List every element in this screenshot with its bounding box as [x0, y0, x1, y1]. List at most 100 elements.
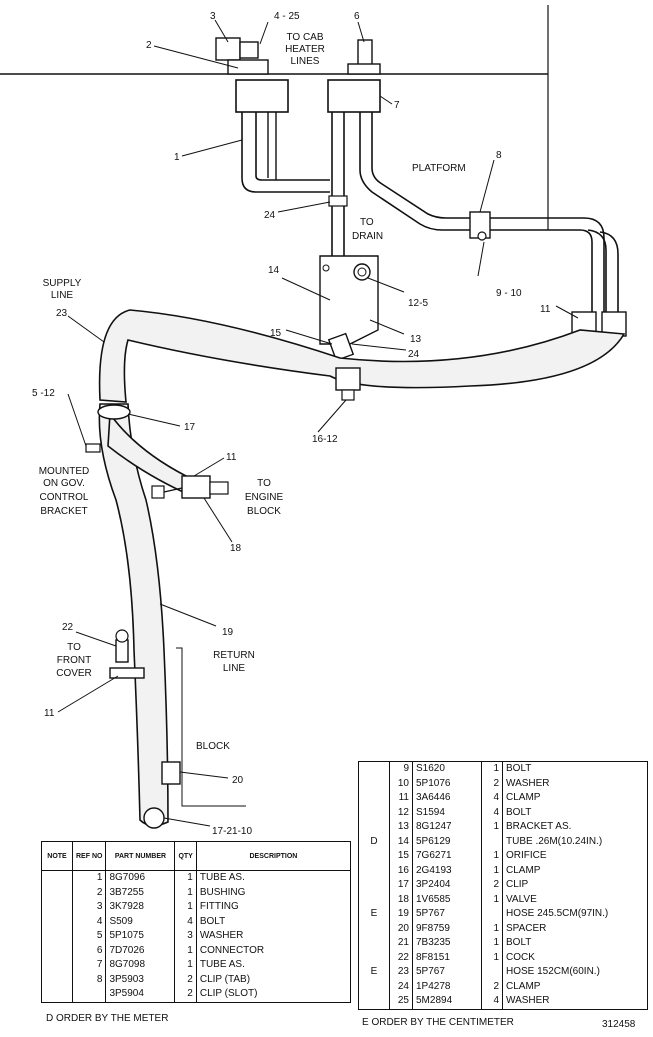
cell-qty: 2 — [481, 878, 503, 893]
cell-qty: 1 — [481, 863, 503, 878]
cell-note — [358, 994, 390, 1009]
cell-note — [41, 943, 73, 958]
cell-ref-no: 22 — [389, 950, 413, 965]
cell-part-number: 1V6585 — [412, 892, 482, 907]
cell-description: HOSE 152CM(60IN.) — [506, 966, 600, 978]
cell-description: CONNECTOR — [199, 944, 265, 956]
cell-ref-no: 9 — [389, 761, 413, 777]
clamp-11-lower — [109, 667, 145, 679]
cell-qty: 4 — [481, 805, 503, 820]
tube-7-inner — [371, 112, 605, 312]
cell-qty — [481, 965, 503, 980]
cell-description: SPACER — [506, 922, 547, 934]
callout-17-21-10: 17-21-10 — [212, 826, 252, 837]
fitting-3 — [215, 37, 269, 75]
label-supply-line: SUPPLY LINE — [43, 278, 82, 301]
cell-description: BRACKET AS. — [506, 821, 572, 833]
cell-note — [358, 936, 390, 951]
label-text: LINE — [223, 663, 246, 674]
cell-description: CLIP — [506, 879, 529, 891]
cell-note — [358, 791, 390, 806]
label-text: FRONT — [57, 655, 91, 666]
cell-description: WASHER — [506, 995, 550, 1007]
label-text: LINE — [51, 290, 74, 301]
label-text: SUPPLY — [43, 278, 82, 289]
tube-1 — [241, 112, 330, 193]
label-text: BRACKET — [40, 506, 87, 517]
callout-11c: 11 — [44, 708, 55, 719]
cell-qty: 2 — [481, 979, 503, 994]
callout-3: 3 — [210, 11, 216, 22]
cell-description: VALVE — [506, 893, 537, 905]
cell-qty: 1 — [481, 892, 503, 907]
label-block: BLOCK — [196, 741, 230, 752]
cell-note — [41, 885, 73, 900]
cell-qty — [481, 907, 503, 922]
cell-ref-no: 25 — [389, 994, 413, 1009]
cell-note — [41, 958, 73, 973]
cell-note — [41, 914, 73, 929]
figure-number: 312458 — [602, 1019, 636, 1030]
callout-7: 7 — [394, 100, 400, 111]
label-return-line: RETURN LINE — [213, 650, 255, 674]
cell-description: BOLT — [199, 915, 226, 927]
callout-14: 14 — [268, 265, 280, 276]
cell-qty: 1 — [174, 958, 197, 973]
orifice-15 — [327, 332, 355, 362]
cell-part-number: S509 — [105, 914, 176, 929]
callout-6: 6 — [354, 11, 360, 22]
table-header-row: NOTE REF NO PART NUMBER QTY DESCRIPTION — [41, 841, 352, 871]
leader-lines — [57, 19, 579, 827]
cell-ref-no: 14 — [389, 834, 413, 849]
cell-qty: 1 — [174, 900, 197, 915]
callout-22: 22 — [62, 622, 74, 633]
cell-part-number: 2G4193 — [412, 863, 482, 878]
tube-7-second-b — [599, 231, 619, 312]
cell-note — [41, 972, 73, 987]
cell-description: BOLT — [506, 806, 532, 818]
cell-ref-no: 11 — [389, 791, 413, 806]
cell-description: WASHER — [506, 777, 550, 789]
cell-part-number: 1P4278 — [412, 979, 482, 994]
cell-qty: 3 — [174, 929, 197, 944]
cell-part-number: 5P767 — [412, 965, 482, 980]
cell-qty: 1 — [481, 936, 503, 951]
cell-ref-no: 15 — [389, 849, 413, 864]
cell-ref-no: 2 — [72, 885, 107, 900]
callout-15: 15 — [270, 328, 282, 339]
cell-part-number: S1620 — [412, 761, 482, 777]
label-to-drain: TO DRAIN — [352, 217, 383, 242]
label-text: LINES — [291, 56, 320, 67]
cell-ref-no: 21 — [389, 936, 413, 951]
cell-description: BOLT — [506, 937, 532, 949]
callout-9-10: 9 - 10 — [496, 288, 522, 299]
cell-note: E — [358, 965, 390, 980]
clamp-16-bolt — [341, 389, 355, 401]
cell-qty — [481, 834, 503, 849]
cell-ref-no: 13 — [389, 820, 413, 835]
callout-20: 20 — [232, 775, 244, 786]
callout-13: 13 — [410, 334, 422, 345]
cell-description: TUBE AS. — [199, 872, 245, 884]
label-text: ENGINE — [245, 492, 284, 503]
cell-ref-no: 10 — [389, 776, 413, 791]
cell-part-number: 7B3235 — [412, 936, 482, 951]
cell-note — [358, 776, 390, 791]
cell-qty: 4 — [174, 914, 197, 929]
cell-ref-no — [72, 987, 107, 1002]
tube-7 — [359, 112, 593, 312]
cell-note — [358, 761, 390, 777]
header-qty: QTY — [174, 841, 197, 871]
label-mounted-on-gov: MOUNTED ON GOV. CONTROL BRACKET — [39, 466, 90, 517]
clamp-17-lower — [143, 807, 165, 829]
block-outline — [176, 647, 246, 807]
cell-note — [41, 929, 73, 944]
